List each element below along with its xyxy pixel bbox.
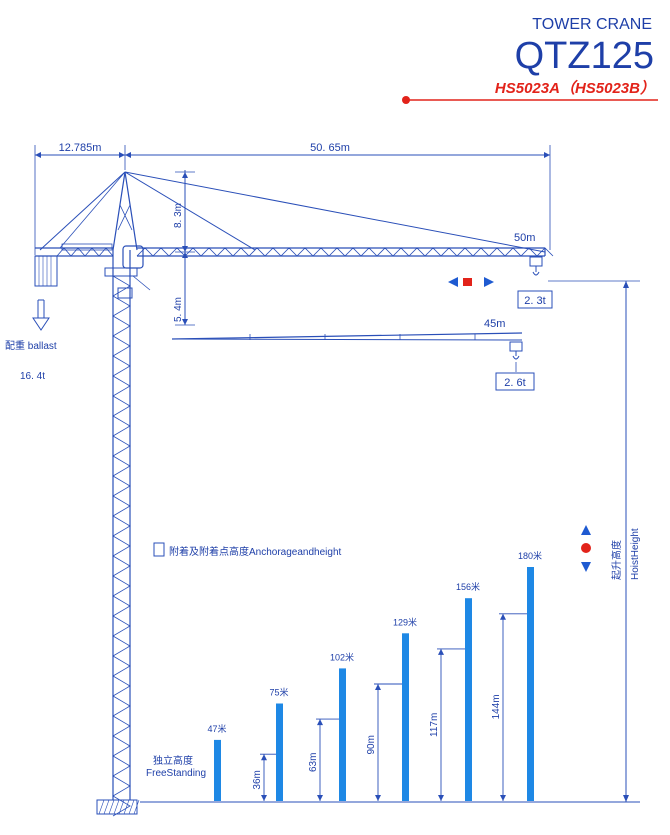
hoist-height-dimension xyxy=(140,280,640,803)
operator-cab xyxy=(104,245,151,299)
anchorage-legend-label: 附着及附着点高度Anchorageandheight xyxy=(169,545,342,558)
height-bar-label: 102米 xyxy=(330,651,354,662)
anchorage-arrow xyxy=(438,795,444,801)
load-box-50m xyxy=(517,290,553,309)
reach-45m: 45m xyxy=(484,318,505,330)
anchorage-arrow xyxy=(261,795,267,801)
height-bar xyxy=(339,668,346,801)
anchorage-arrow xyxy=(500,613,506,620)
height-direction-icon xyxy=(581,525,591,572)
anchorage-height-label: 117m xyxy=(429,713,440,737)
anchorage-legend-swatch xyxy=(153,542,165,557)
anchorage-arrow xyxy=(261,754,267,761)
height-bar xyxy=(402,633,409,801)
height-bar xyxy=(465,598,472,801)
head-height-83: 8. 3m xyxy=(173,203,184,228)
height-bar-label: 47米 xyxy=(207,723,226,734)
counter-jib-length: 12.785m xyxy=(59,142,102,154)
anchorage-arrow xyxy=(438,648,444,655)
height-bar-label: 129米 xyxy=(393,616,417,627)
freestanding-cn: 独立高度 xyxy=(153,754,193,767)
anchorage-arrow xyxy=(500,795,506,801)
tower-height-dimension xyxy=(175,170,195,326)
mast-base xyxy=(96,799,140,815)
hoist-height-en: HoistHeight xyxy=(630,528,641,580)
ballast-label: 配重 ballast xyxy=(5,339,57,352)
height-bar xyxy=(276,703,283,801)
head-height-54: 5. 4m xyxy=(173,297,184,322)
anchorage-arrow xyxy=(317,719,323,726)
anchorage-height-label: 90m xyxy=(366,735,377,754)
hoist-height-cn: 起升高度 xyxy=(610,540,623,580)
height-bar xyxy=(214,739,221,801)
anchorage-height-label: 36m xyxy=(252,770,263,789)
load-50m: 2. 3t xyxy=(524,295,545,307)
model-title: QTZ125 xyxy=(515,35,654,77)
anchorage-arrow xyxy=(317,795,323,801)
trolley-direction-icon xyxy=(448,277,494,287)
tower-head xyxy=(112,171,138,251)
height-bars: 47米 75米 36m 102米 63m 129米 90m 156米 117m 180米 144m xyxy=(207,550,542,801)
trolley-hook-45m xyxy=(509,341,523,372)
trolley-hook-50m xyxy=(529,256,543,276)
reach-50m: 50m xyxy=(514,232,535,244)
short-jib xyxy=(171,332,523,341)
top-dimension-line xyxy=(34,145,551,255)
anchorage-arrow xyxy=(375,795,381,801)
tie-rods xyxy=(39,171,546,253)
height-bar-label: 156米 xyxy=(456,581,480,592)
anchorage-height-label: 63m xyxy=(308,753,319,772)
tower-mast xyxy=(112,250,131,817)
main-jib xyxy=(136,247,554,257)
height-bar-label: 180米 xyxy=(518,550,542,561)
ballast-block xyxy=(34,255,58,287)
ballast-weight: 16. 4t xyxy=(20,371,45,382)
height-bar xyxy=(527,567,534,801)
anchorage-height-label: 144m xyxy=(491,694,502,719)
jib-length: 50. 65m xyxy=(310,142,350,154)
load-box-45m xyxy=(495,372,535,391)
freestanding-en: FreeStanding xyxy=(146,768,206,779)
load-45m: 2. 6t xyxy=(504,377,525,389)
height-bar-label: 75米 xyxy=(269,687,288,698)
subtitle: TOWER CRANE xyxy=(532,16,652,33)
ballast-arrow-icon xyxy=(32,299,50,331)
anchorage-arrow xyxy=(375,684,381,690)
variant-codes: HS5023A（HS5023B） xyxy=(495,79,655,97)
counter-jib xyxy=(35,243,114,257)
